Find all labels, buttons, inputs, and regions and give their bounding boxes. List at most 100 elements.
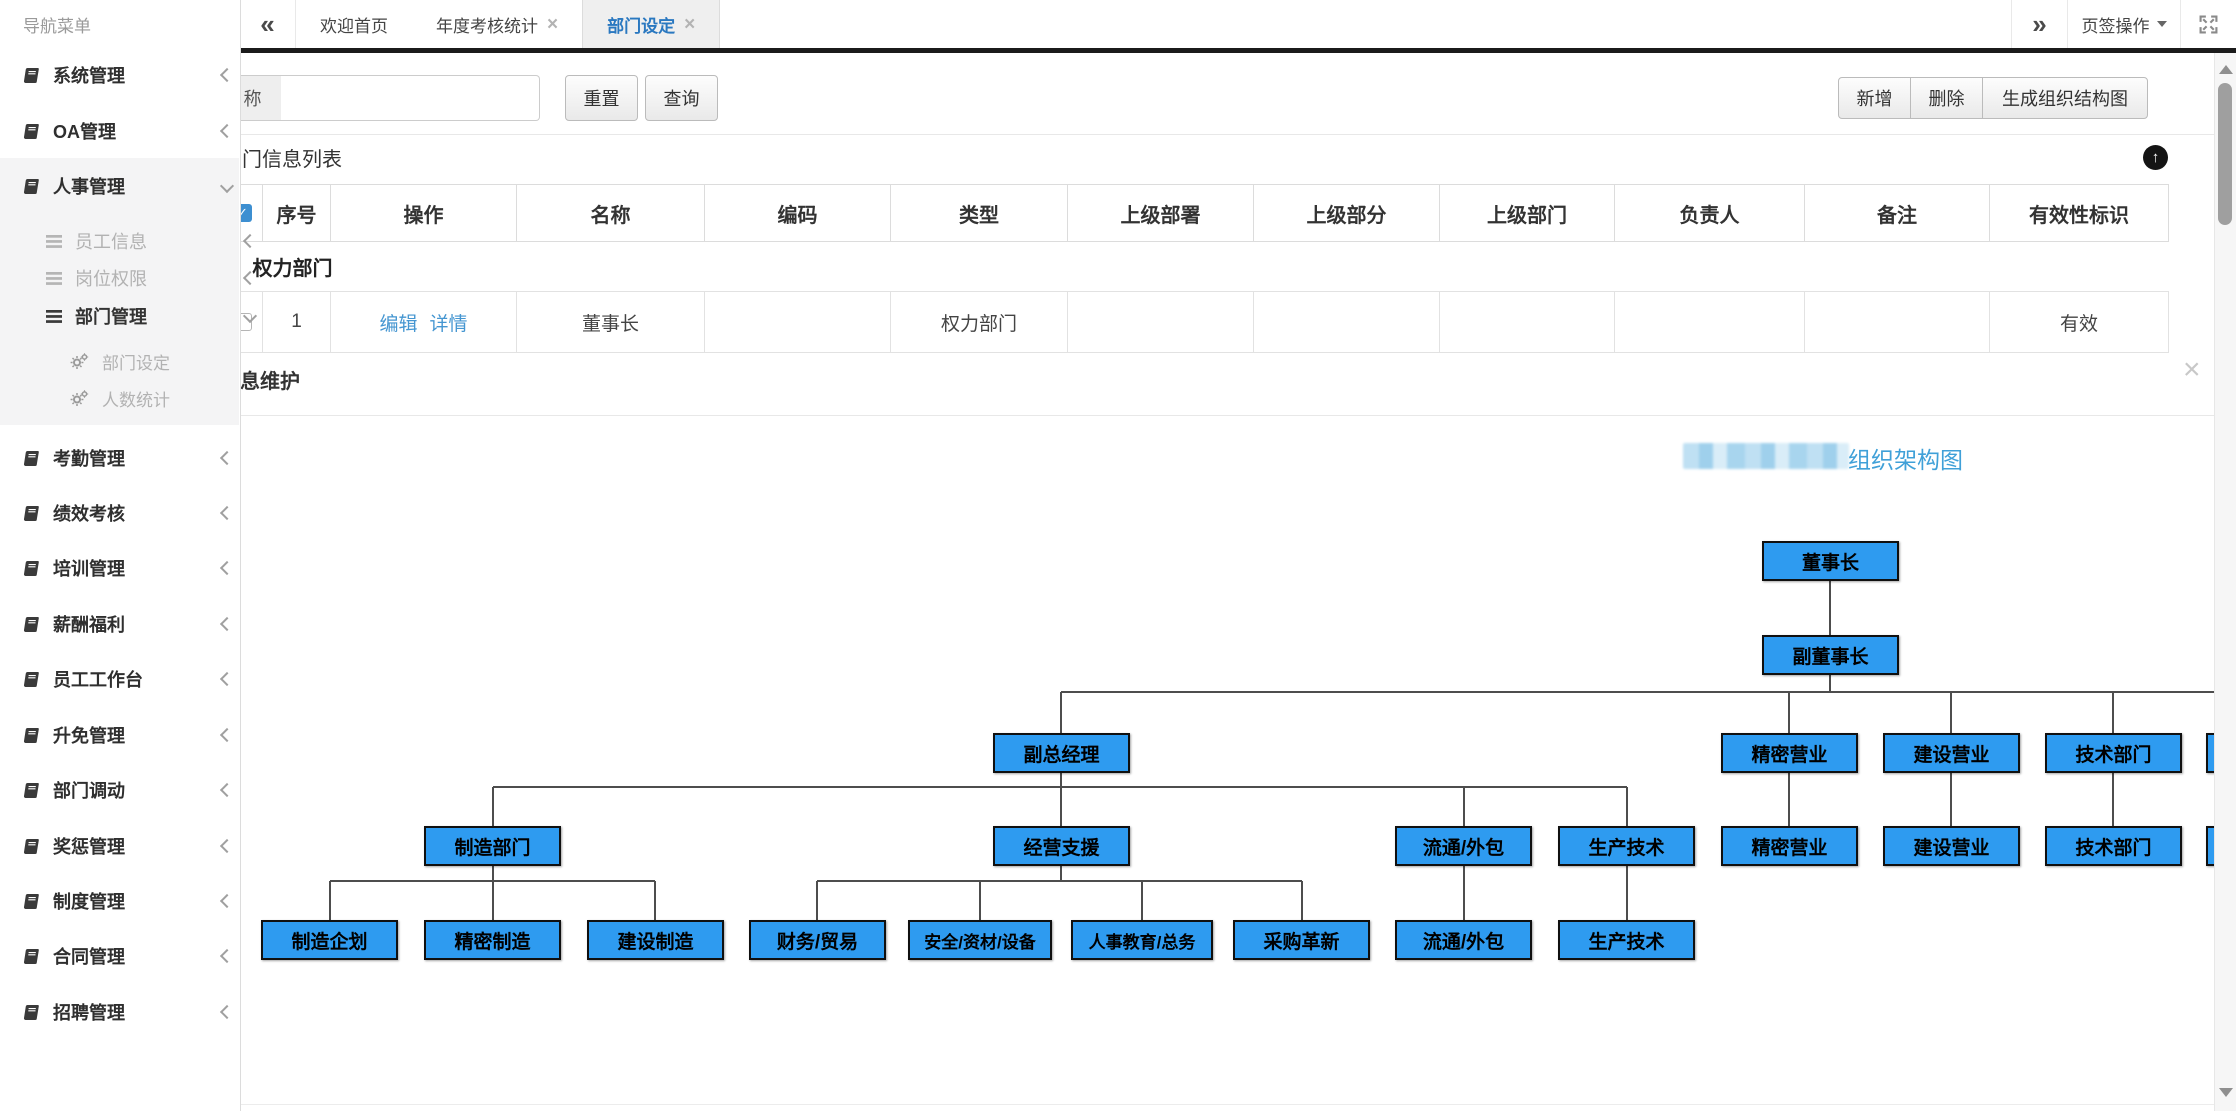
tab-label: 年度考核统计: [436, 16, 538, 36]
tab-label: 部门设定: [607, 16, 676, 36]
org-node: [2206, 826, 2214, 866]
chevron-left-icon: [219, 782, 235, 798]
org-chart-title: 组织架构图: [1848, 447, 1963, 473]
sidebar-item[interactable]: 岗位权限: [0, 264, 285, 292]
collapse-panel-button[interactable]: ↑: [2143, 145, 2168, 170]
org-node: 人事教育/总务: [1071, 920, 1213, 960]
reset-button[interactable]: 重置: [565, 75, 638, 121]
tab-close-icon[interactable]: ×: [684, 13, 696, 35]
list-icon: [46, 309, 62, 323]
sidebar-item[interactable]: OA管理: [0, 117, 262, 145]
sidebar-item[interactable]: 薪酬福利: [0, 610, 262, 638]
detail-panel-divider: [240, 415, 2214, 416]
sidebar-item-label: 招聘管理: [53, 1003, 125, 1023]
scrollbar-up-arrow-icon[interactable]: [2219, 65, 2233, 74]
tab-close-icon[interactable]: ×: [547, 13, 559, 35]
org-node: 建设营业: [1883, 826, 2020, 866]
sidebar-item-label: 岗位权限: [75, 269, 147, 289]
tab-active[interactable]: 部门设定 ×: [582, 0, 721, 48]
book-icon: [23, 560, 40, 576]
scrollbar-thumb[interactable]: [2218, 83, 2232, 225]
sidebar-item[interactable]: 员工工作台: [0, 665, 262, 693]
org-node: 技术部门: [2045, 826, 2182, 866]
sidebar-item[interactable]: 升免管理: [0, 721, 262, 749]
vertical-scrollbar[interactable]: [2214, 53, 2236, 1111]
book-icon: [23, 505, 40, 521]
chevron-left-icon: [219, 67, 235, 83]
fullscreen-icon: [2199, 15, 2218, 33]
sidebar-item[interactable]: 培训管理: [0, 554, 262, 582]
chevron-down-icon: [242, 308, 258, 324]
sidebar-item-label: 制度管理: [53, 892, 125, 912]
delete-button[interactable]: 删除: [1910, 77, 1983, 119]
add-button[interactable]: 新增: [1838, 77, 1911, 119]
table-header: 上级部门: [1439, 184, 1615, 242]
detail-link[interactable]: 详情: [429, 313, 468, 335]
table-cell: 权力部门: [890, 291, 1068, 353]
sidebar-item[interactable]: 部门调动: [0, 776, 262, 804]
sidebar-item-label: 部门设定: [102, 353, 170, 373]
tabs-scroll-left-button[interactable]: «: [240, 0, 296, 48]
sidebar-item[interactable]: 系统管理: [0, 61, 262, 89]
scrollbar-down-arrow-icon[interactable]: [2219, 1088, 2233, 1097]
table-cell: 有效: [1989, 291, 2169, 353]
chevron-left-icon: [219, 505, 235, 521]
tab-label: 欢迎首页: [320, 16, 388, 36]
generate-org-chart-button[interactable]: 生成组织结构图: [1982, 77, 2148, 119]
book-icon: [23, 782, 40, 798]
org-node: 副总经理: [993, 733, 1130, 773]
tab-bar: « 欢迎首页 年度考核统计 × 部门设定 × » 页签操作: [240, 0, 2236, 48]
sidebar-item-label: 人事管理: [53, 177, 125, 197]
row-checkbox[interactable]: [240, 313, 252, 331]
chevron-left-icon: [219, 727, 235, 743]
org-node: 精密营业: [1721, 826, 1858, 866]
table-header: 备注: [1804, 184, 1990, 242]
org-node: 流通/外包: [1395, 920, 1532, 960]
book-icon: [23, 671, 40, 687]
double-chevron-right-icon: »: [2032, 8, 2047, 39]
chevron-left-icon: [219, 450, 235, 466]
toolbar-divider: [240, 134, 2214, 135]
sidebar-item[interactable]: 绩效考核: [0, 499, 262, 527]
chevron-left-icon: [219, 1004, 235, 1020]
sidebar-item[interactable]: 合同管理: [0, 942, 262, 970]
org-node: 制造部门: [424, 826, 561, 866]
tab-operations-label: 页签操作: [2081, 16, 2150, 36]
close-icon[interactable]: ×: [2183, 353, 2201, 386]
sidebar-item[interactable]: 员工信息: [0, 227, 285, 255]
org-node: 安全/资材/设备: [908, 920, 1052, 960]
tabs-scroll-right-button[interactable]: »: [2011, 0, 2067, 48]
sidebar-item[interactable]: 制度管理: [0, 887, 262, 915]
sidebar-item[interactable]: 招聘管理: [0, 998, 262, 1026]
name-search-input[interactable]: [281, 75, 540, 121]
group-row-label: 权力部门: [240, 241, 2169, 292]
detail-panel-title: 部门信息维护: [240, 371, 300, 393]
sidebar-item-label: 考勤管理: [53, 449, 125, 469]
sidebar-item[interactable]: 考勤管理: [0, 444, 262, 472]
sidebar-item-label: 升免管理: [53, 726, 125, 746]
org-node: 流通/外包: [1395, 826, 1532, 866]
sidebar-item[interactable]: 部门管理: [0, 302, 285, 330]
sidebar-item[interactable]: 人数统计: [0, 384, 309, 412]
select-all-checkbox[interactable]: ✓: [240, 204, 252, 222]
tab-item[interactable]: 年度考核统计 ×: [412, 0, 582, 48]
sidebar-item[interactable]: 奖惩管理: [0, 832, 262, 860]
org-node: 财务/贸易: [749, 920, 886, 960]
chevron-left-icon: [219, 838, 235, 854]
sidebar-item-label: 薪酬福利: [53, 615, 125, 635]
edit-link[interactable]: 编辑: [379, 313, 418, 335]
fullscreen-button[interactable]: [2180, 0, 2236, 48]
search-field-label: 名称: [240, 75, 282, 121]
sidebar-item[interactable]: 部门设定: [0, 347, 309, 375]
table-cell: [1614, 291, 1805, 353]
list-icon: [46, 234, 62, 248]
book-icon: [23, 67, 40, 83]
tab-operations-dropdown[interactable]: 页签操作: [2067, 0, 2180, 48]
book-icon: [23, 727, 40, 743]
sidebar-item[interactable]: 人事管理: [0, 172, 262, 200]
query-button[interactable]: 查询: [645, 75, 718, 121]
tab-item[interactable]: 欢迎首页: [296, 0, 412, 48]
page-content: 名称 重置 查询 新增 删除 生成组织结构图 部门信息列表 ↑ ✓序号操作名称编…: [240, 53, 2214, 1111]
